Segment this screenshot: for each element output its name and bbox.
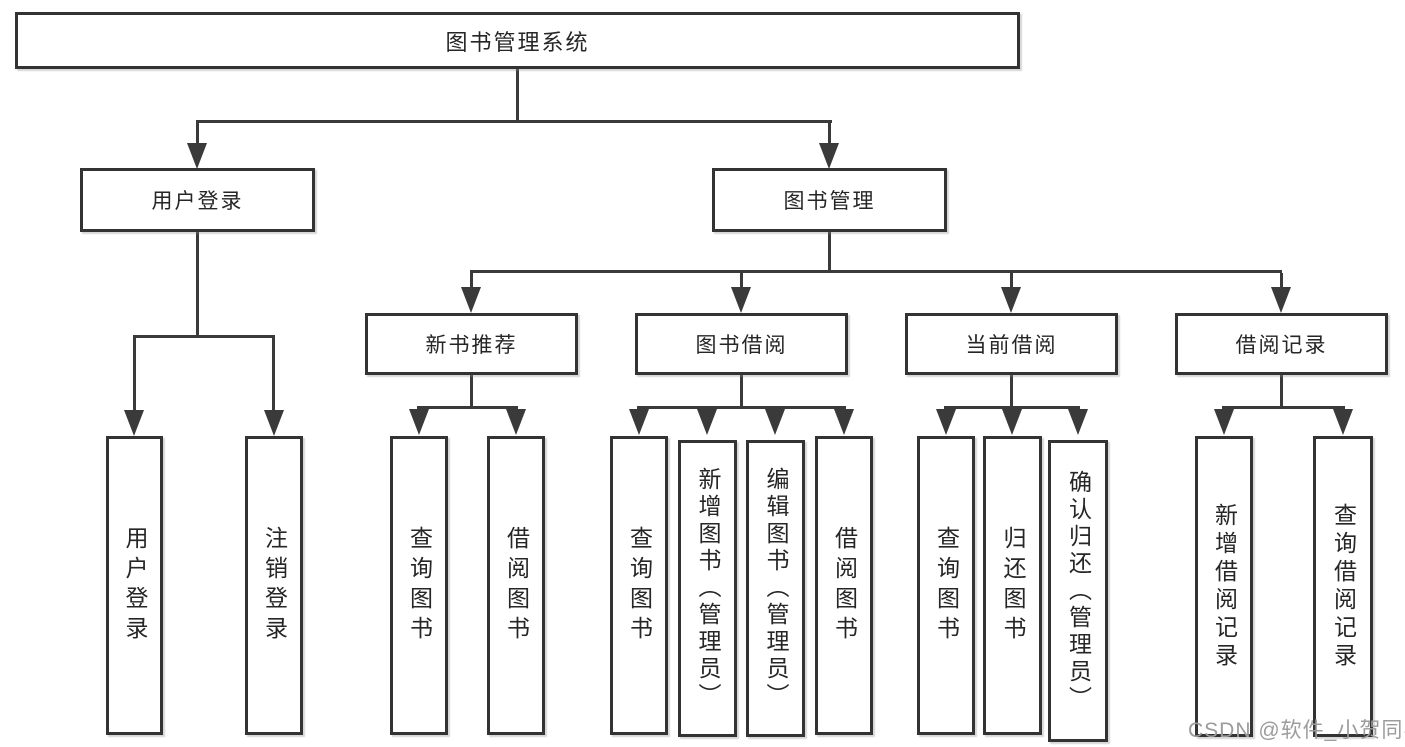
connector-line (133, 338, 136, 410)
node-current-borrowing: 当前借阅 (905, 313, 1118, 375)
node-book-management: 图书管理 (712, 168, 947, 232)
arrow-down (187, 143, 207, 169)
arrow-down (124, 410, 144, 436)
connector-line (470, 270, 1282, 273)
arrow-down (409, 409, 429, 435)
connector-line (470, 273, 473, 287)
node-user-login: 用户登录 (80, 168, 315, 232)
node-new-book-recommend: 新书推荐 (365, 313, 578, 375)
arrow-down (1002, 409, 1022, 435)
leaf-current-return-books: 归还图书 (983, 436, 1042, 735)
arrow-down (697, 409, 717, 435)
arrow-down (629, 409, 649, 435)
connector-line (516, 69, 519, 120)
arrow-down (765, 409, 785, 435)
arrow-down (1333, 409, 1353, 435)
connector-line (637, 406, 846, 409)
connector-line (196, 123, 199, 145)
node-borrowing-records: 借阅记录 (1175, 313, 1388, 375)
arrow-down (731, 287, 751, 313)
connector-line (417, 406, 518, 409)
connector-line (1280, 375, 1283, 409)
connector-line (196, 120, 832, 123)
connector-line (740, 375, 743, 409)
leaf-borrow-add-books-admin: 新增图书（管理员） (678, 440, 737, 737)
arrow-down (1271, 287, 1291, 313)
connector-line (1280, 273, 1283, 287)
leaf-records-add-record: 新增借阅记录 (1195, 436, 1253, 737)
arrow-down (936, 409, 956, 435)
leaf-borrow-borrow-books: 借阅图书 (815, 436, 873, 735)
arrow-down (1068, 409, 1088, 435)
leaf-current-confirm-return-admin: 确认归还（管理员） (1048, 440, 1108, 742)
arrow-down (506, 409, 526, 435)
leaf-current-query-books: 查询图书 (917, 436, 975, 735)
leaf-newbook-borrow-books: 借阅图书 (487, 436, 545, 735)
leaf-borrow-edit-books-admin: 编辑图书（管理员） (746, 440, 805, 737)
connector-line (944, 406, 1080, 409)
node-book-borrowing: 图书借阅 (635, 313, 848, 375)
connector-line (133, 335, 275, 338)
connector-line (272, 338, 275, 410)
connector-line (1222, 406, 1345, 409)
arrow-down (1001, 287, 1021, 313)
arrow-down (819, 143, 839, 169)
leaf-borrow-query-books: 查询图书 (610, 436, 668, 735)
connector-line (828, 232, 831, 273)
arrow-down (264, 410, 284, 436)
leaf-user-login: 用户登录 (106, 436, 163, 735)
connector-line (740, 273, 743, 287)
connector-line (1010, 273, 1013, 287)
arrow-down (461, 287, 481, 313)
watermark: CSDN @软件_小贺同学 (1188, 719, 1405, 742)
arrow-down (1214, 409, 1234, 435)
connector-line (470, 375, 473, 409)
connector-line (1010, 375, 1013, 409)
leaf-logout: 注销登录 (245, 436, 303, 735)
leaf-newbook-query-books: 查询图书 (390, 436, 448, 735)
leaf-records-query-record: 查询借阅记录 (1313, 436, 1373, 737)
node-root-library-management-system: 图书管理系统 (15, 12, 1020, 69)
connector-line (196, 232, 199, 335)
connector-line (828, 123, 831, 145)
arrow-down (834, 409, 854, 435)
